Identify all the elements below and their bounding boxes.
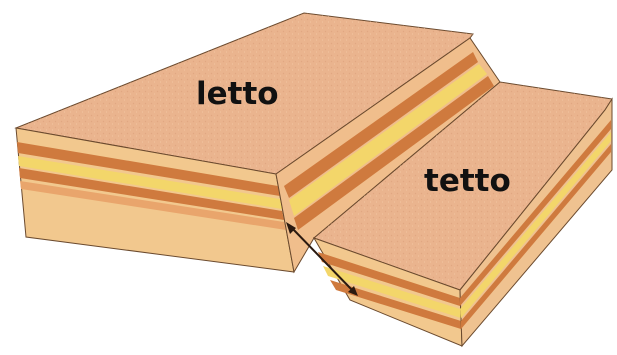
- footwall-label: letto: [196, 76, 279, 112]
- hangingwall-label: tetto: [424, 163, 511, 199]
